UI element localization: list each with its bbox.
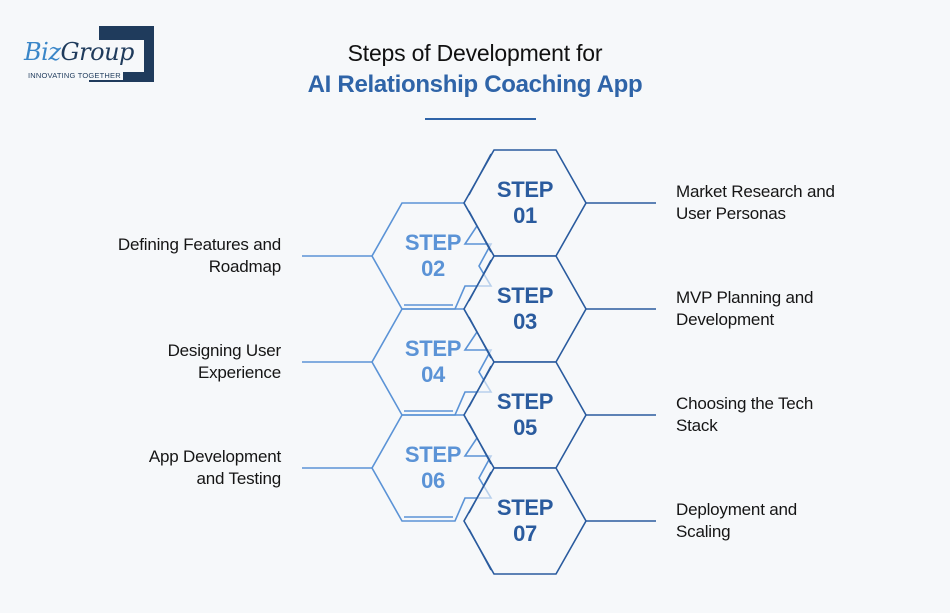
hexagon-offset-line — [468, 316, 492, 359]
step-number: 01 — [513, 203, 537, 228]
hexagon-offset-line — [468, 153, 492, 196]
step-label-line2: and Testing — [196, 469, 282, 488]
step-label-line2: Scaling — [676, 522, 731, 541]
logo-wordmark: BizGroup — [24, 38, 134, 66]
bizgroup-logo: BizGroup INNOVATING TOGETHER — [22, 26, 157, 84]
step-label-line1: Defining Features and — [117, 235, 281, 254]
step-word: STEP — [496, 177, 554, 202]
hexagon-offset-line — [468, 210, 492, 253]
step-number: 07 — [513, 521, 537, 546]
step-label-line1: MVP Planning and — [676, 288, 814, 307]
step-word: STEP — [404, 336, 462, 361]
step-number: 02 — [421, 256, 445, 281]
step-label-line2: Stack — [676, 416, 718, 435]
step-label-line2: Roadmap — [208, 257, 282, 276]
step-label-line2: Experience — [197, 363, 281, 382]
hexagon-offset-line — [468, 471, 492, 514]
step-word: STEP — [496, 389, 554, 414]
step-number: 03 — [513, 309, 537, 334]
hexagon-offset-line — [468, 259, 492, 302]
logo-tagline: INNOVATING TOGETHER — [28, 71, 123, 80]
step-label-line2: User Personas — [676, 204, 786, 223]
hexagon-offset-line — [468, 528, 492, 571]
step-label-line1: Deployment and — [676, 500, 797, 519]
page-title-line1: Steps of Development for — [347, 40, 603, 66]
step-label-line1: App Development — [148, 447, 281, 466]
step-number: 06 — [421, 468, 445, 493]
step-word: STEP — [496, 495, 554, 520]
step-label-line1: Choosing the Tech — [676, 394, 814, 413]
hexagon-step-07 — [463, 467, 587, 575]
step-word: STEP — [404, 230, 462, 255]
step-label-line1: Designing User — [167, 341, 282, 360]
step-number: 05 — [513, 415, 537, 440]
step-number: 04 — [421, 362, 445, 387]
page-title-line2: AI Relationship Coaching App — [307, 71, 643, 98]
step-word: STEP — [496, 283, 554, 308]
step-word: STEP — [404, 442, 462, 467]
hexagon-offset-line — [468, 422, 492, 465]
hexagon-offset-line — [468, 365, 492, 408]
step-label-line1: Market Research and — [676, 182, 835, 201]
step-label-line2: Development — [676, 310, 774, 329]
title-underline — [425, 118, 536, 120]
step-label-06: App Development and Testing — [149, 446, 281, 490]
